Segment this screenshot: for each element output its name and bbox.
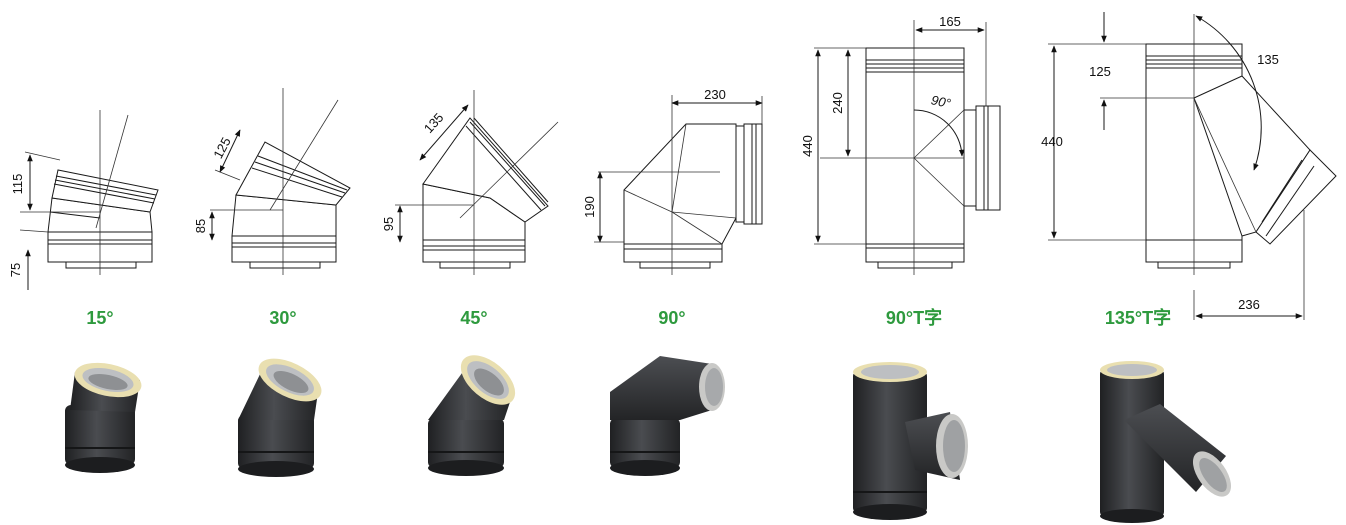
dim-tee90-d: 90° [930, 92, 952, 111]
dim-elbow45-a: 135 [421, 110, 447, 136]
drawing-elbow-30 [209, 88, 351, 275]
dim-elbow90-b: 190 [582, 196, 597, 218]
drawing-elbow-45 [395, 90, 559, 275]
dim-tee90-b: 240 [830, 92, 845, 114]
render-elbow-30 [238, 358, 322, 477]
dim-tee135-d: 236 [1238, 297, 1260, 312]
dim-elbow15-b: 75 [8, 263, 23, 277]
dim-tee90-c: 440 [800, 135, 815, 157]
render-tee-90 [853, 362, 968, 520]
dim-elbow30-b: 85 [193, 219, 208, 233]
drawing-elbow-15 [19, 110, 159, 290]
dim-elbow15-a: 115 [10, 174, 25, 195]
render-tee-135 [1100, 361, 1232, 523]
fitting-titles: 15° 30° 45° 90° 90°T字 135°T字 [86, 307, 1171, 328]
drawing-tee-90 [814, 20, 1001, 275]
dim-elbow90-a: 230 [704, 87, 726, 102]
render-elbow-15 [65, 362, 142, 473]
title-elbow-30: 30° [269, 308, 296, 328]
title-elbow-90: 90° [658, 308, 685, 328]
title-tee-90: 90°T字 [886, 307, 942, 328]
render-elbow-90 [610, 356, 725, 476]
drawing-elbow-90 [594, 95, 763, 275]
dim-elbow45-b: 95 [381, 217, 396, 231]
drawing-tee-135 [1048, 12, 1337, 320]
dim-tee135-c: 440 [1041, 134, 1063, 149]
title-tee-135: 135°T字 [1105, 307, 1171, 328]
dim-tee135-b: 135 [1257, 52, 1279, 67]
render-elbow-45 [428, 355, 516, 476]
title-elbow-15: 15° [86, 308, 113, 328]
title-elbow-45: 45° [460, 308, 487, 328]
dim-tee135-a: 125 [1089, 64, 1111, 79]
dim-tee90-a: 165 [939, 14, 961, 29]
dim-elbow30-a: 125 [210, 135, 233, 161]
